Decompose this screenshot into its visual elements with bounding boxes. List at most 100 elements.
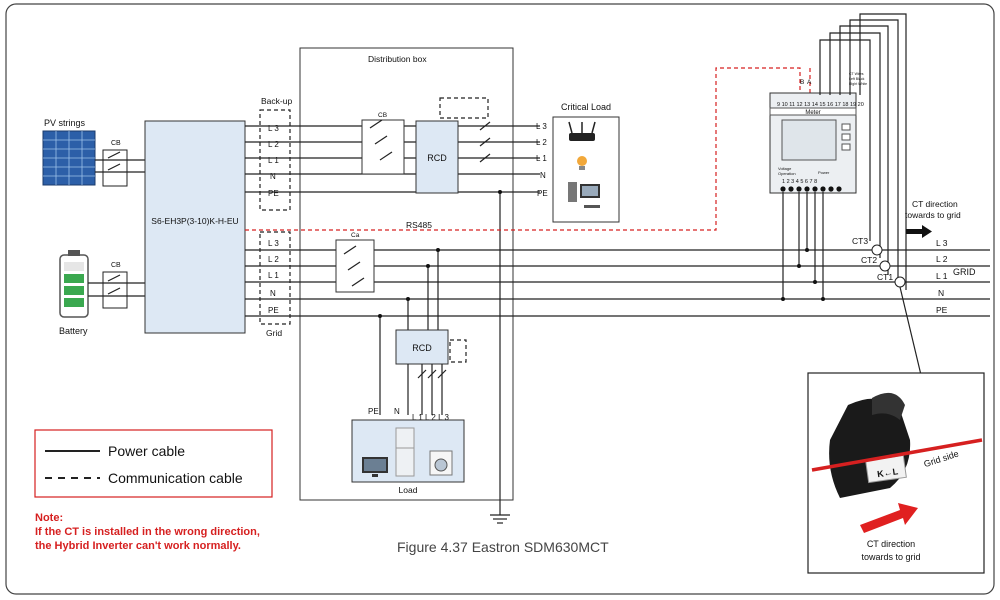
ct3-label: CT3 xyxy=(852,236,868,246)
load-pe-terminal: PE xyxy=(368,407,379,416)
meter-button-1[interactable] xyxy=(841,123,851,131)
battery-icon xyxy=(59,250,89,318)
ct2-label: CT2 xyxy=(861,255,877,265)
backup-l3: L 3 xyxy=(268,124,279,133)
backup-rcd xyxy=(415,120,459,194)
critical-l2: L 2 xyxy=(536,138,547,147)
critical-load-box xyxy=(552,116,620,223)
rs485-line xyxy=(245,67,801,231)
meter-ct-note-1: CT Wires xyxy=(849,72,864,76)
kl-label: K←L xyxy=(877,466,900,479)
note-line-2: the Hybrid Inverter can't work normally. xyxy=(35,540,241,552)
backup-pe: PE xyxy=(268,189,279,198)
backup-port xyxy=(259,109,291,211)
grid-pe-label: PE xyxy=(936,305,948,315)
load-rcd-test xyxy=(449,339,467,363)
meter-top-pins: 9 10 11 12 13 14 15 16 17 18 19 20 xyxy=(777,102,864,108)
backup-cb xyxy=(361,119,405,175)
critical-l3: L 3 xyxy=(536,122,547,131)
pv-cb-label: CB xyxy=(111,140,121,147)
meter-ct-note-3: Right White xyxy=(849,82,867,86)
ct-clamp-icon xyxy=(829,392,911,498)
grid-l3-label: L 3 xyxy=(936,238,948,248)
ct1-label: CT1 xyxy=(877,272,893,282)
ct1-sensor xyxy=(894,276,906,288)
ct-direction-top: CT direction xyxy=(912,199,958,209)
distribution-box-label: Distribution box xyxy=(368,54,427,64)
legend-power-cable: Power cable xyxy=(108,443,185,459)
ct-towards-top: towards to grid xyxy=(905,210,961,220)
tv-icon xyxy=(362,457,388,477)
grid-port-pe: PE xyxy=(268,306,279,315)
note-title: Note: xyxy=(35,512,63,524)
meter-voltage-label: Voltage xyxy=(778,166,792,171)
outer-frame xyxy=(5,3,995,595)
inverter-box xyxy=(144,120,246,334)
meter-operation-label: Operation xyxy=(778,171,796,176)
grid-port-n: N xyxy=(270,289,276,298)
note-line-1: If the CT is installed in the wrong dire… xyxy=(35,526,260,538)
grid-cb-label: Ca xyxy=(351,232,360,239)
backup-cb-label: CB xyxy=(378,112,387,119)
rs485-label: RS485 xyxy=(406,220,432,230)
load-rcd xyxy=(395,329,449,365)
load-n-terminal: N xyxy=(394,407,400,416)
load-l-terminals: L 1 L 2 L 3 xyxy=(412,413,449,422)
grid-port-label: Grid xyxy=(266,328,282,338)
meter-power-label: Power xyxy=(818,170,830,175)
backup-rcd-test xyxy=(439,97,489,119)
grid-port-l2: L 2 xyxy=(268,255,279,264)
legend-communication-cable: Communication cable xyxy=(108,470,243,486)
backup-n: N xyxy=(270,172,276,181)
grid-port xyxy=(259,231,291,325)
grid-l1-label: L 1 xyxy=(936,271,948,281)
grid-port-l3: L 3 xyxy=(268,239,279,248)
arrow-right-icon xyxy=(906,225,932,238)
grid-l2-label: L 2 xyxy=(936,254,948,264)
load-rcd-label: RCD xyxy=(412,343,432,353)
fridge-icon xyxy=(395,427,415,477)
meter-button-3[interactable] xyxy=(841,143,851,151)
grid-n-label: N xyxy=(938,288,944,298)
pv-panel-icon xyxy=(42,130,96,186)
inverter-label: S6-EH3P(3-10)K-H-EU xyxy=(151,216,238,226)
grid-label: GRID xyxy=(953,267,976,277)
meter-ct-note-2: Left Black xyxy=(849,77,865,81)
meter-button-2[interactable] xyxy=(841,133,851,141)
backup-l1: L 1 xyxy=(268,156,279,165)
pv-cb-box xyxy=(102,149,128,187)
meter-label: Meter xyxy=(805,110,820,116)
load-label: Load xyxy=(399,485,418,495)
grid-cable xyxy=(811,438,983,472)
bulb-icon xyxy=(577,156,587,170)
washing-machine-icon xyxy=(429,450,453,476)
meter-display xyxy=(781,119,837,161)
meter-bottom-terminals xyxy=(780,186,842,192)
legend-box xyxy=(34,429,273,498)
critical-l1: L 1 xyxy=(536,154,547,163)
meter-a-label: A xyxy=(807,79,812,86)
ct-direction-bottom: CT direction xyxy=(867,539,915,549)
pv-switch-1 xyxy=(107,151,121,159)
critical-load-label: Critical Load xyxy=(561,102,611,112)
battery-cb-box xyxy=(102,271,128,309)
computer-icon xyxy=(568,182,600,208)
battery-label: Battery xyxy=(59,326,88,336)
battery-cb-label: CB xyxy=(111,262,121,269)
meter-b-label: B xyxy=(800,79,804,86)
grid-port-l1: L 1 xyxy=(268,271,279,280)
router-icon xyxy=(568,121,596,141)
ct2-sensor xyxy=(879,260,891,272)
pv-switch-2 xyxy=(107,163,121,171)
ct-towards-bottom: towards to grid xyxy=(861,552,920,562)
meter-bottom-pins: 1 2 3 4 5 6 7 8 xyxy=(782,179,817,185)
figure-caption: Figure 4.37 Eastron SDM630MCT xyxy=(397,539,609,555)
distribution-box xyxy=(299,47,514,501)
critical-n: N xyxy=(540,171,546,180)
critical-pe: PE xyxy=(537,189,548,198)
backup-l2: L 2 xyxy=(268,140,279,149)
ct-direction-arrow-icon xyxy=(860,503,918,533)
backup-label: Back-up xyxy=(261,96,292,106)
